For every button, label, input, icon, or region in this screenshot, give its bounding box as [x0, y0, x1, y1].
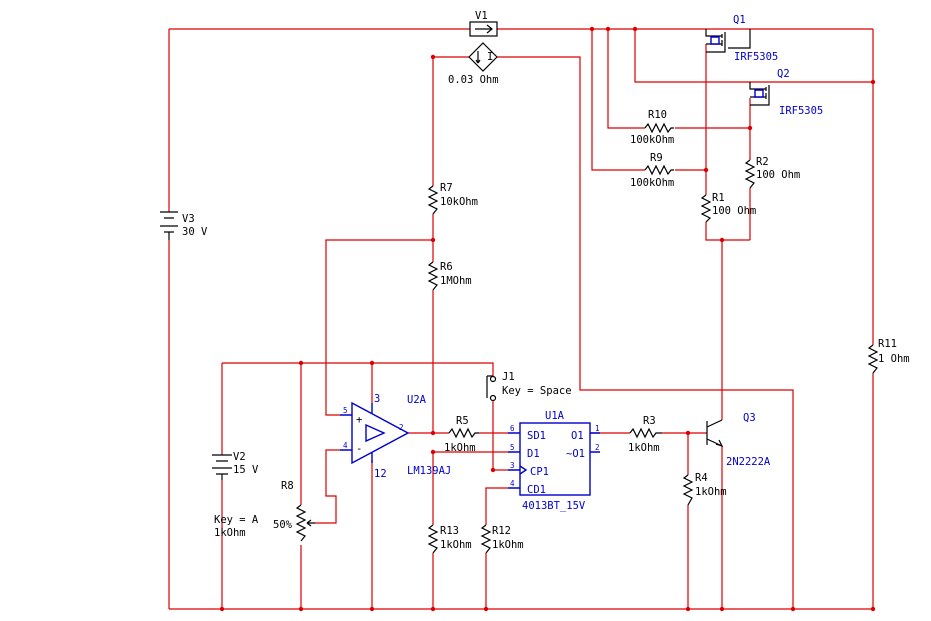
r9-resistor: R9 100kOhm	[630, 152, 674, 189]
r7-ref: R7	[440, 182, 453, 194]
r1-ref: R1	[712, 192, 725, 204]
r8-ref: R8	[281, 480, 294, 492]
r2-value: 100 Ohm	[756, 169, 800, 181]
wire-feedback	[325, 239, 433, 416]
r3-value: 1kOhm	[628, 442, 660, 454]
r13-value: 1kOhm	[440, 539, 472, 551]
u1a-ref: U1A	[545, 410, 565, 422]
r3-ref: R3	[643, 415, 656, 427]
wire-r8-wiper	[315, 449, 340, 524]
svg-text:3: 3	[374, 393, 380, 405]
r5-resistor: R5 1kOhm	[444, 415, 479, 454]
svg-text:-: -	[356, 443, 362, 455]
r2-ref: R2	[756, 156, 769, 168]
v1-ref: V1	[475, 10, 488, 22]
svg-text:O1: O1	[571, 430, 584, 442]
svg-text:I: I	[487, 51, 493, 63]
r6-value: 1MOhm	[440, 275, 472, 287]
svg-text:~O1: ~O1	[566, 448, 585, 460]
r1-resistor: R1 100 Ohm	[700, 192, 756, 223]
q2-ref: Q2	[777, 68, 790, 80]
v3-ref: V3	[182, 213, 195, 225]
q1-mosfet: Q1 IRF5305	[705, 14, 778, 63]
q2-model: IRF5305	[779, 105, 823, 117]
svg-text:5: 5	[510, 443, 515, 452]
r9-ref: R9	[650, 152, 663, 164]
q1-model: IRF5305	[734, 51, 778, 63]
svg-text:12: 12	[374, 468, 387, 480]
svg-text:2: 2	[399, 423, 404, 432]
q2-mosfet: Q2 IRF5305	[749, 68, 823, 117]
wire-cd1-r12	[485, 487, 508, 609]
q3-model: 2N2222A	[726, 456, 771, 468]
r3-resistor: R3 1kOhm	[628, 415, 662, 454]
r11-value: 1 Ohm	[878, 353, 910, 365]
r6-ref: R6	[440, 261, 453, 273]
j1-ref: J1	[502, 371, 515, 383]
q3-transistor: Q3 2N2222A	[706, 412, 771, 468]
r5-value: 1kOhm	[444, 442, 476, 454]
svg-text:CP1: CP1	[530, 466, 549, 478]
svg-text:2: 2	[595, 443, 600, 452]
r4-value: 1kOhm	[695, 486, 727, 498]
v3-battery: V3 30 V	[160, 211, 208, 240]
r10-resistor: R10 100kOhm	[630, 109, 674, 146]
u2a-comparator: 5 4 2 3 12 + - U2A LM139AJ	[340, 393, 451, 480]
svg-text:6: 6	[510, 424, 515, 433]
r5-ref: R5	[456, 415, 469, 427]
wire-sense	[433, 56, 794, 609]
svg-text:5: 5	[343, 406, 348, 415]
r10-value: 100kOhm	[630, 134, 674, 146]
r4-ref: R4	[695, 472, 708, 484]
r12-value: 1kOhm	[492, 539, 524, 551]
r8-value: 1kOhm	[214, 527, 246, 539]
u1a-model: 4013BT_15V	[522, 500, 586, 512]
r10-ref: R10	[648, 109, 667, 121]
v2-value: 15 V	[233, 464, 259, 476]
r7-resistor: R7 10kOhm	[427, 182, 478, 215]
j1-key: Key = Space	[502, 385, 572, 397]
v1-value: 0.03 Ohm	[448, 74, 499, 86]
svg-text:+: +	[356, 414, 362, 426]
wire-v2-rail	[222, 362, 494, 377]
r6-resistor: R6 1MOhm	[427, 261, 472, 291]
r12-ref: R12	[492, 525, 511, 537]
r2-resistor: R2 100 Ohm	[744, 156, 800, 189]
wire-r9	[591, 29, 706, 171]
r13-resistor: R13 1kOhm	[427, 524, 472, 554]
svg-text:CD1: CD1	[527, 484, 546, 496]
svg-text:1: 1	[595, 424, 600, 433]
wire-r10	[607, 29, 750, 129]
svg-text:4: 4	[343, 441, 348, 450]
v3-value: 30 V	[182, 226, 208, 238]
q1-ref: Q1	[733, 14, 746, 26]
q3-ref: Q3	[743, 412, 756, 424]
r12-resistor: R12 1kOhm	[480, 524, 524, 554]
svg-text:SD1: SD1	[527, 430, 546, 442]
r11-resistor: R11 1 Ohm	[867, 338, 910, 374]
svg-text:4: 4	[510, 479, 515, 488]
r7-value: 10kOhm	[440, 196, 478, 208]
r11-ref: R11	[878, 338, 897, 350]
v2-battery: V2 15 V	[212, 451, 259, 480]
u2a-ref: U2A	[407, 394, 427, 406]
u1a-flipflop: SD1 D1 CP1 CD1 O1 ~O1 6 5 3 4 1 2 U1A 40…	[508, 410, 600, 512]
r8-potentiometer: R8 Key = A 1kOhm 50%	[214, 480, 315, 542]
svg-text:3: 3	[510, 461, 515, 470]
junctions	[219, 26, 876, 612]
r1-value: 100 Ohm	[712, 205, 756, 217]
v1-current-sensor: I V1 0.03 Ohm	[448, 10, 499, 86]
u2a-model: LM139AJ	[407, 465, 451, 477]
r4-resistor: R4 1kOhm	[682, 472, 727, 506]
svg-text:D1: D1	[527, 448, 540, 460]
j1-switch: J1 Key = Space	[486, 371, 572, 402]
wire-q2-source	[634, 29, 873, 83]
v2-ref: V2	[233, 451, 246, 463]
r9-value: 100kOhm	[630, 177, 674, 189]
r13-ref: R13	[440, 525, 459, 537]
r8-percent: 50%	[273, 519, 293, 531]
r8-key: Key = A	[214, 514, 259, 526]
